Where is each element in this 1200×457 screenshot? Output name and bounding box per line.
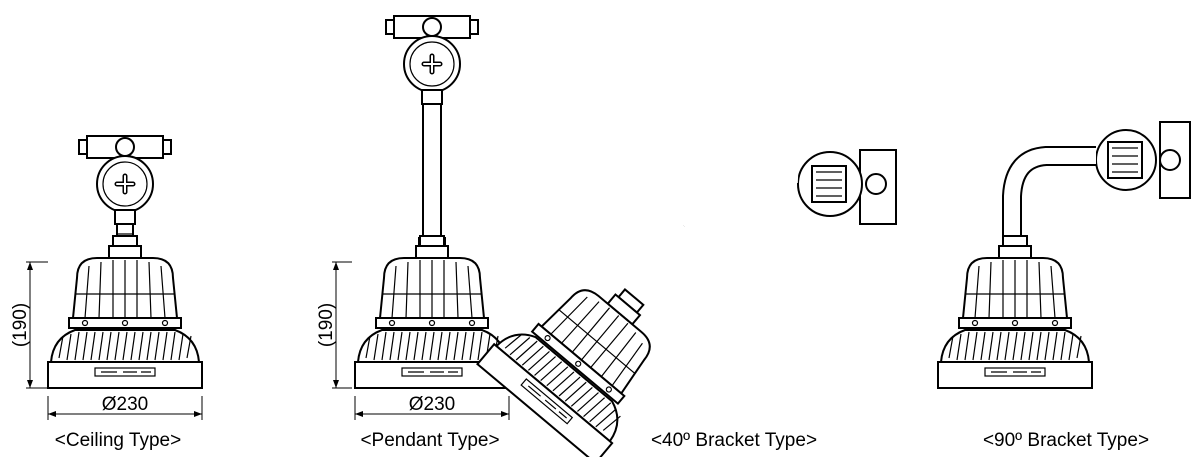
ceiling-type-view	[26, 136, 203, 420]
pendant-diameter-label: Ø230	[409, 394, 455, 415]
bracket-40-caption: <40º Bracket Type>	[651, 430, 817, 451]
ceiling-height-label: (190)	[10, 303, 31, 347]
ceiling-type-caption: <Ceiling Type>	[55, 430, 181, 451]
pendant-height-label: (190)	[316, 303, 337, 347]
pendant-type-caption: <Pendant Type>	[360, 430, 499, 451]
bracket-40-view	[476, 149, 897, 457]
ceiling-diameter-label: Ø230	[102, 394, 148, 415]
bracket-90-view	[937, 121, 1191, 389]
bracket-90-caption: <90º Bracket Type>	[983, 430, 1149, 451]
pendant-type-view	[332, 16, 510, 420]
